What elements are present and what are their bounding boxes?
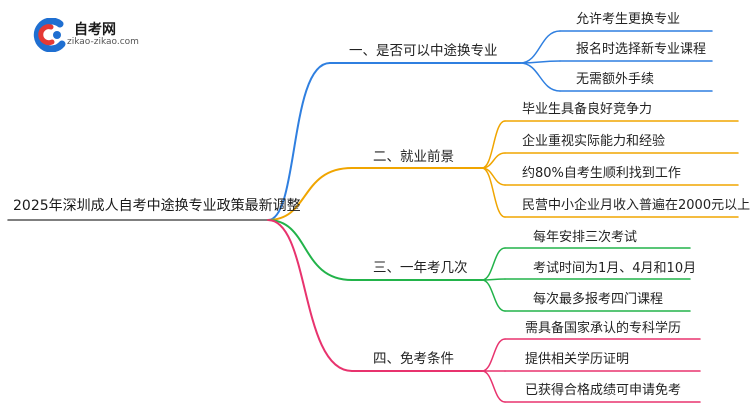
branch-2-leaf-1-connector — [481, 120, 506, 169]
branch-3-leaf-1: 每年安排三次考试 — [533, 230, 638, 245]
branch-1-connector — [267, 62, 331, 221]
branch-1-leaf-1: 允许考生更换专业 — [576, 12, 681, 27]
logo-title: 自考网 — [74, 22, 116, 38]
branch-1-leaf-1-connector — [519, 30, 561, 64]
branch-3-connector — [267, 219, 353, 281]
root-topic: 2025年深圳成人自考中途换专业政策最新调整 — [13, 198, 301, 214]
logo-icon — [33, 17, 66, 53]
branch-2-connector — [267, 167, 353, 221]
branch-2-leaf-4: 民营中小企业月收入普遍在2000元以上 — [522, 198, 750, 213]
branch-4-connector — [267, 219, 353, 372]
branch-3-leaf-1-connector — [481, 247, 506, 281]
branch-4-label: 四、免考条件 — [373, 351, 454, 367]
branch-2-label: 二、就业前景 — [373, 149, 454, 165]
branch-2-leaf-4-connector — [481, 167, 506, 218]
branch-4-leaf-3-connector — [481, 370, 506, 403]
branch-4-leaf-2: 提供相关学历证明 — [525, 352, 630, 367]
branch-1-leaf-3-connector — [519, 62, 561, 92]
logo-url: zikao-zikao.com — [67, 37, 139, 47]
branch-3-leaf-3-connector — [481, 279, 506, 312]
branch-3-leaf-3: 每次最多报考四门课程 — [533, 292, 664, 307]
branch-1-label: 一、是否可以中途换专业 — [349, 43, 498, 59]
branch-4-leaf-1: 需具备国家承认的专科学历 — [525, 321, 682, 336]
branch-3-label: 三、一年考几次 — [373, 260, 468, 276]
branch-2-leaf-1: 毕业生具备良好竞争力 — [522, 102, 653, 117]
branch-3-leaf-2: 考试时间为1月、4月和10月 — [533, 261, 697, 276]
branch-4-leaf-3: 已获得合格成绩可申请免考 — [525, 383, 682, 398]
branch-2-leaf-2: 企业重视实际能力和经验 — [522, 134, 666, 149]
site-logo: 自考网 zikao-zikao.com — [30, 17, 140, 53]
branch-2-leaf-3: 约80%自考生顺利找到工作 — [522, 166, 681, 181]
branch-1-leaf-2: 报名时选择新专业课程 — [576, 42, 707, 57]
branch-4-leaf-1-connector — [481, 338, 506, 372]
branch-1-leaf-3: 无需额外手续 — [576, 72, 655, 87]
